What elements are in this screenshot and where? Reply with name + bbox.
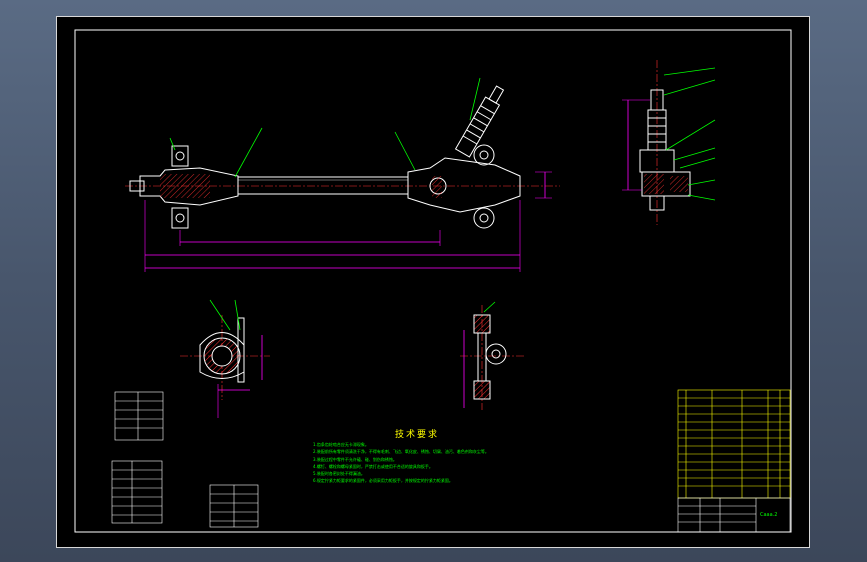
title-block-label: Caaa.2: [760, 512, 778, 518]
tech-notes-list: 1.齿条齿轮啮合应无卡滞现象。 2.装配前所有零件须清洗干净，不得有毛刺、飞边、氧…: [313, 441, 563, 485]
tech-note: 1.齿条齿轮啮合应无卡滞现象。: [313, 442, 369, 447]
drawing-sheet: [56, 16, 810, 548]
title-block: [677, 497, 791, 533]
tech-note: 3.装配过程中零件不允许磕、碰、划伤和锈蚀。: [313, 456, 397, 462]
technical-requirements: 技术要求 1.齿条齿轮啮合应无卡滞现象。 2.装配前所有零件须清洗干净，不得有毛刺…: [313, 427, 563, 527]
section-view-a: [180, 299, 270, 418]
main-assembly-view: [125, 77, 560, 272]
tech-requirements-title: 技术要求: [395, 430, 440, 440]
parameter-table-2: [111, 460, 163, 524]
tech-note: 5.装配时各密封处不得漏油。: [313, 471, 365, 477]
tech-note: 6.规定拧紧力矩要求的紧固件，必须采用力矩扳手，并按规定的拧紧力矩紧固。: [313, 478, 453, 484]
section-view-b: [460, 301, 525, 410]
drawing-frame: [74, 29, 792, 533]
parts-list: [677, 389, 791, 499]
side-view: [622, 60, 716, 225]
tech-note: 4.螺钉、螺栓和螺母紧固时，严禁打击或使用不合适的旋具和扳手。: [313, 463, 433, 469]
parameter-table-1: [114, 391, 164, 441]
tech-note: 2.装配前所有零件须清洗干净，不得有毛刺、飞边、氧化皮、锈蚀、切屑、油污、着色剂…: [313, 449, 489, 455]
parameter-table-3: [209, 484, 259, 528]
